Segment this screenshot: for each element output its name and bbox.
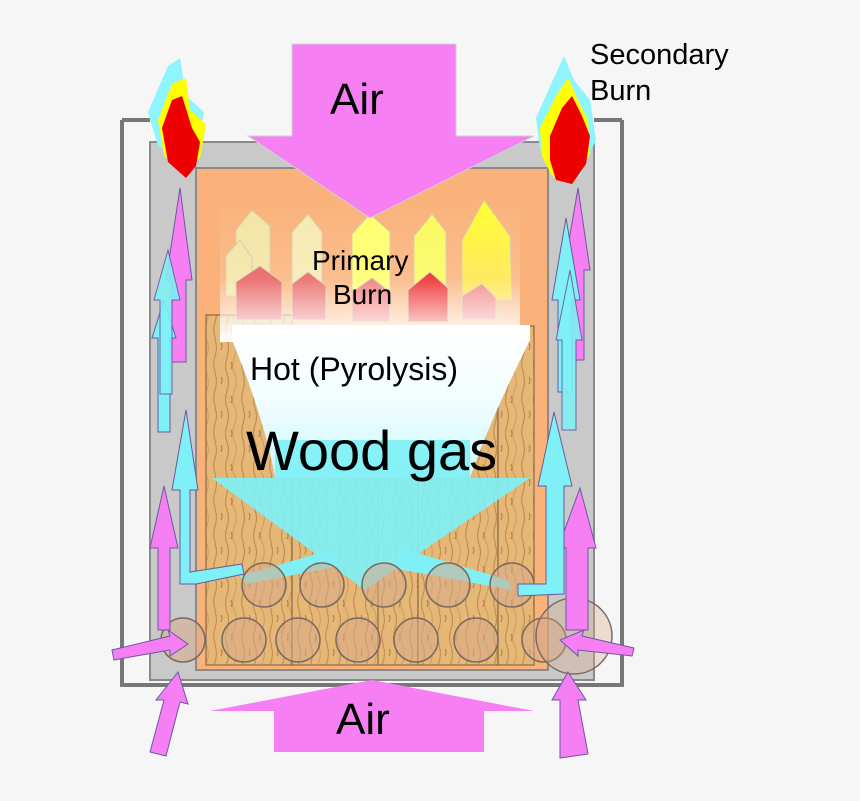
pyrolysis-zone [232,325,530,478]
inlet-upper-2 [299,562,345,608]
air-arrow-bottom [210,680,534,752]
air-arrow-left-riser-1 [149,485,179,631]
air-bottom-label: Air [336,695,390,744]
secondary-flame-right [536,56,596,184]
primary-burn-label-line1: Primary [312,245,408,276]
gas-arrow-left-riser-2 [153,248,181,395]
flame-icon [550,96,590,184]
inlet-upper-1 [241,562,287,608]
air-top-label: Air [330,75,384,124]
primary-burn-label-line2: Burn [333,279,392,310]
inlet-lower-6 [453,617,499,663]
inlet-upper-4 [425,562,471,608]
inlet-lower-3 [275,617,321,663]
primary-flames [220,199,520,342]
air-arrow-top [246,43,535,219]
gas-arrow-left-duct [171,409,245,585]
inlet-lower-2 [221,617,267,663]
gas-arrow-right-duct [517,411,573,597]
inlet-upper-3 [361,562,407,608]
air-arrow-left-bottom [149,670,189,757]
flame-fade [220,200,520,342]
air-arrow-right-riser-1 [557,486,597,631]
air-inlets [160,562,613,675]
inlet-lower-5 [393,617,439,663]
secondary-burn-label-line1: Secondary [590,39,729,71]
left-side-airflow [111,187,245,757]
gas-arrow-right-riser-2 [555,269,583,431]
air-arrow-left-intake [111,628,189,661]
hot-pyrolysis-label: Hot (Pyrolysis) [250,351,458,387]
right-side-airflow [517,187,635,759]
air-arrow-right-bottom [551,671,589,759]
secondary-burn-label-line2: Burn [590,75,651,107]
wood-gas-arrow [212,440,530,590]
inlet-lower-4 [335,617,381,663]
secondary-flame-left [148,58,206,178]
flame-icon [162,96,200,178]
wood-gas-label: Wood gas [246,419,497,482]
air-arrow-right-intake [559,629,635,658]
